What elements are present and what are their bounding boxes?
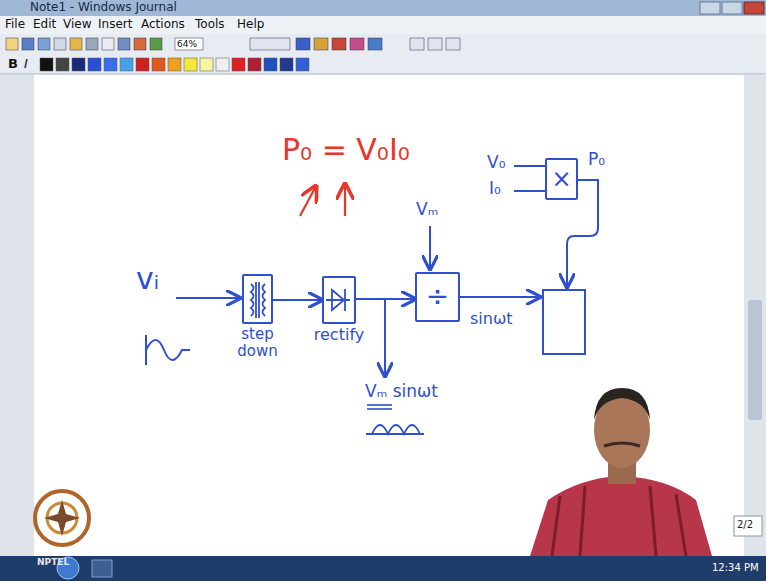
logo-text: NPTEL <box>37 557 69 567</box>
normalized-sine: sinωt <box>470 310 513 328</box>
rectifier-box: rectify <box>322 276 356 324</box>
divider-box: ÷ <box>415 272 460 322</box>
menu-item: Actions <box>141 18 185 32</box>
menu-item: File <box>5 18 25 32</box>
italic-button: I <box>24 57 28 72</box>
node-label: ÷ <box>426 282 449 313</box>
signal-arrow <box>273 299 322 301</box>
menu-item: Help <box>237 18 264 32</box>
node-label: step down <box>236 326 280 359</box>
signal-arrow <box>356 298 415 300</box>
multiplier-box: × <box>545 158 578 200</box>
menu-item: Insert <box>98 18 132 32</box>
node-label: rectify <box>314 326 364 344</box>
transformer-box: step down <box>242 274 273 324</box>
clock: 12:34 PM <box>712 562 759 574</box>
bold-button: B <box>8 57 18 72</box>
menu-item: Tools <box>195 18 225 32</box>
window-title: Note1 - Windows Journal <box>30 1 177 15</box>
power-formula: P₀ = V₀I₀ <box>282 133 410 168</box>
output-voltage: V₀ <box>487 153 505 173</box>
menu-item: Edit <box>33 18 56 32</box>
peak-voltage: Vₘ <box>416 200 438 220</box>
output-current: I₀ <box>489 179 501 199</box>
node-label: × <box>551 166 571 192</box>
rectified-signal: Vₘ sinωt <box>365 382 438 402</box>
input-voltage: vᵢ <box>136 262 159 297</box>
output-power: P₀ <box>588 150 605 170</box>
zoom-level: 64% <box>177 39 197 49</box>
page-number: 2/2 <box>737 519 753 531</box>
menu-item: View <box>63 18 91 32</box>
